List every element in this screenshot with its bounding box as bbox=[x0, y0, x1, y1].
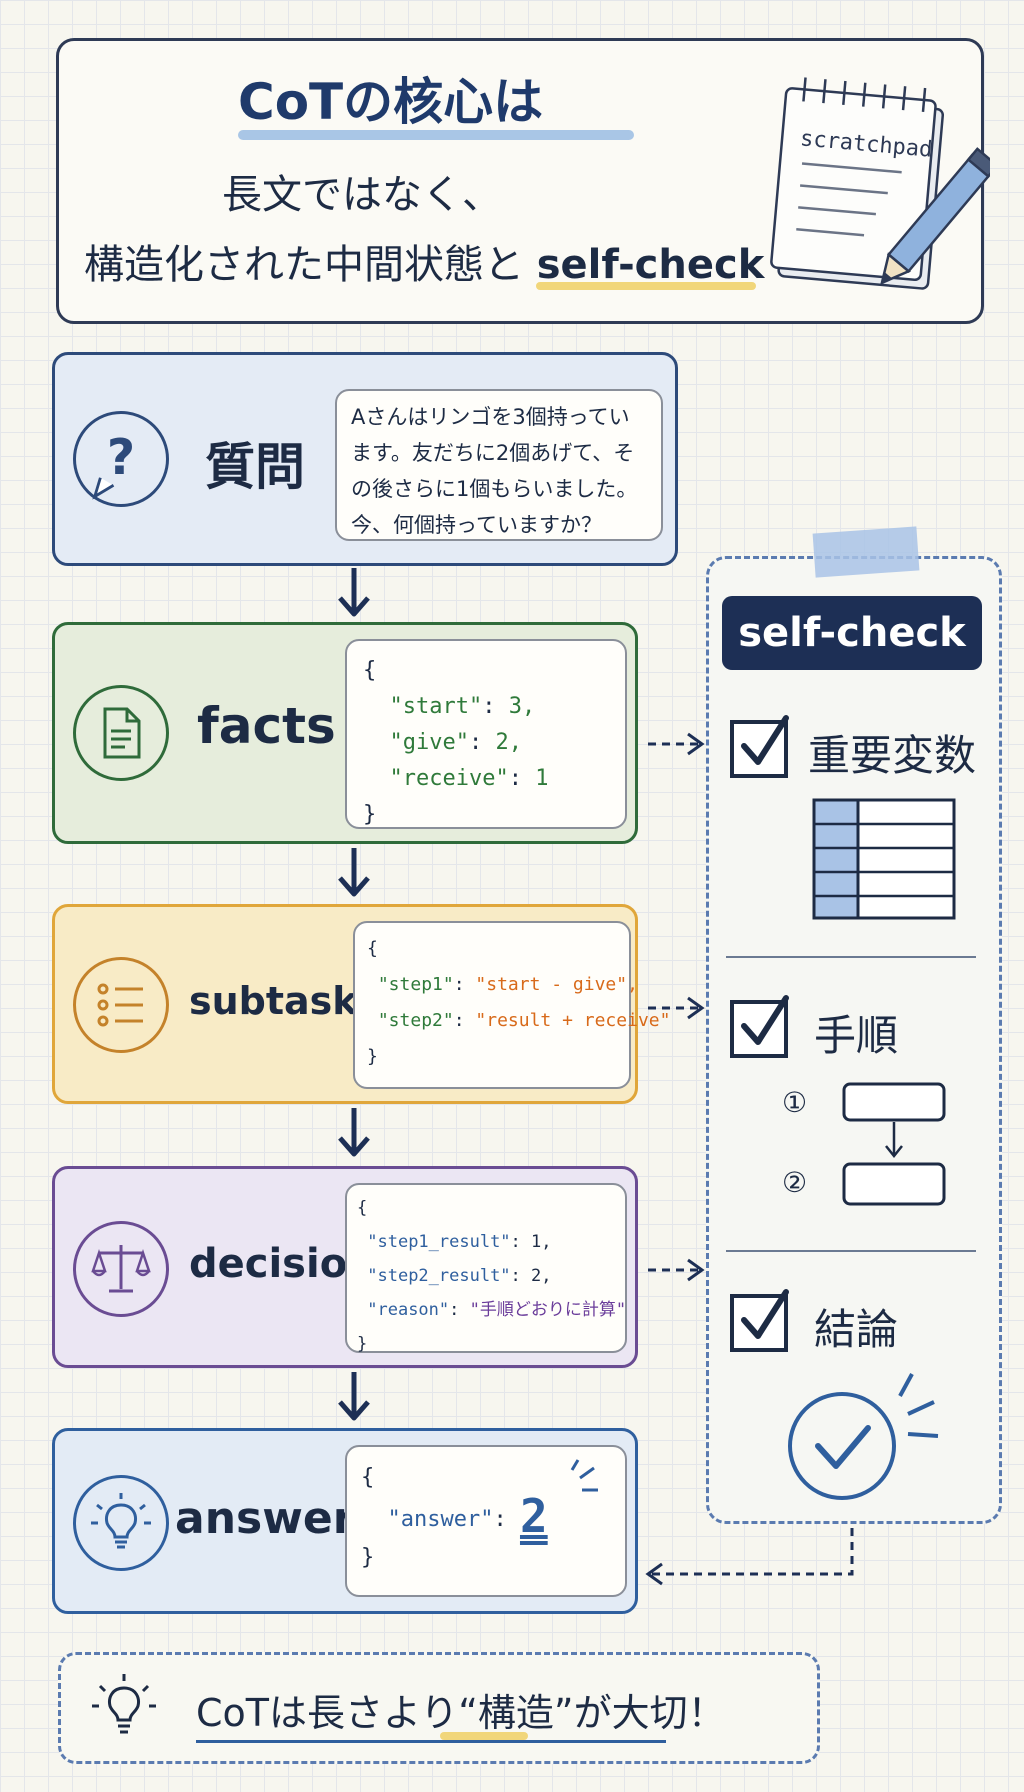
footer-highlight-underline bbox=[440, 1732, 528, 1740]
list-icon bbox=[97, 983, 143, 1027]
check-label-steps: 手順 bbox=[814, 1011, 899, 1060]
title-line-2: 長文ではなく、 bbox=[222, 172, 502, 218]
document-icon bbox=[103, 707, 141, 759]
sparkle-marks-icon bbox=[570, 1459, 598, 1492]
answer-label: answer bbox=[175, 1493, 355, 1544]
dashed-arrow-icon bbox=[648, 996, 705, 1020]
json-key: "answer" bbox=[387, 1507, 494, 1532]
dashed-return-arrow-icon bbox=[645, 1528, 854, 1586]
dashed-arrow-icon bbox=[648, 732, 705, 756]
footer-suffix: が大切！ bbox=[573, 1691, 726, 1735]
subtasks-label: subtasks bbox=[189, 979, 381, 1023]
answer-value: 2 bbox=[519, 1489, 548, 1543]
json-open-brace: { bbox=[367, 938, 378, 959]
answer-icon-circle bbox=[73, 1475, 169, 1571]
footer-prefix: CoTは長さより bbox=[196, 1691, 459, 1735]
json-key: "step1" bbox=[377, 974, 454, 995]
dashed-arrow-icon bbox=[648, 1258, 705, 1282]
title-line-3-main: 構造化された中間状態と bbox=[84, 242, 537, 288]
subtasks-json: { "step1": "start - give", "step2": "res… bbox=[353, 921, 670, 1089]
facts-icon-circle bbox=[73, 685, 169, 781]
lightbulb-icon bbox=[92, 1674, 156, 1734]
self-check-divider bbox=[726, 956, 976, 958]
json-value: 3, bbox=[508, 694, 536, 719]
json-key: "give" bbox=[389, 730, 469, 755]
json-key: "receive" bbox=[389, 766, 509, 791]
json-key: "step2_result" bbox=[367, 1266, 511, 1286]
scratchpad-notepad-icon bbox=[770, 77, 990, 290]
json-open-brace: { bbox=[361, 1465, 375, 1490]
footer-note-box bbox=[58, 1652, 820, 1764]
check-label-variables: 重要変数 bbox=[808, 731, 977, 780]
subtasks-card: subtasks { "step1": "start - give", "ste… bbox=[52, 904, 670, 1104]
answer-card: answer { "answer": 2 } bbox=[52, 1428, 638, 1614]
footer-message: CoTは長さより“構造”が大切！ bbox=[196, 1682, 726, 1737]
json-value: 1 bbox=[535, 766, 549, 791]
table-icon bbox=[812, 798, 956, 920]
json-value: "result + receive" bbox=[475, 1010, 671, 1031]
json-close-brace: } bbox=[357, 1334, 368, 1354]
facts-label: facts bbox=[197, 697, 336, 755]
json-value: 2, bbox=[495, 730, 522, 755]
json-key: "reason" bbox=[367, 1300, 450, 1320]
svg-text:?: ? bbox=[107, 430, 135, 486]
facts-json: { "start": 3, "give": 2, "receive": 1 } bbox=[345, 639, 627, 829]
flow-arrow-icon bbox=[338, 1108, 370, 1157]
step-number-2: ② bbox=[782, 1166, 808, 1199]
step-number-1: ① bbox=[782, 1086, 808, 1119]
title-line-3: 構造化された中間状態と self-check bbox=[84, 232, 764, 290]
answer-json: { "answer": 2 } bbox=[345, 1445, 627, 1597]
title-underline bbox=[238, 130, 634, 140]
decision-json: { "step1_result": 1, "step2_result": 2, … bbox=[345, 1183, 627, 1354]
json-close-brace: } bbox=[363, 802, 377, 827]
json-key: "step2" bbox=[377, 1010, 454, 1031]
footer-highlight: “構造” bbox=[458, 1691, 574, 1735]
question-icon: ? bbox=[73, 411, 169, 507]
json-open-brace: { bbox=[363, 658, 377, 683]
steps-flow-icon bbox=[842, 1082, 946, 1206]
decision-card: decision { "step1_result": 1, "step2_res… bbox=[52, 1166, 638, 1368]
self-check-divider bbox=[726, 1250, 976, 1252]
tape-decoration bbox=[812, 526, 920, 578]
json-key: "step1_result" bbox=[367, 1232, 511, 1252]
question-label: 質問 bbox=[205, 438, 305, 496]
json-value: "start - give", bbox=[475, 974, 638, 995]
title-self-check: self-check bbox=[536, 242, 765, 288]
footer-underline bbox=[196, 1740, 666, 1743]
flow-arrow-icon bbox=[338, 848, 370, 897]
json-open-brace: { bbox=[357, 1198, 368, 1218]
check-circle-icon bbox=[788, 1373, 939, 1500]
checkmark-icon bbox=[741, 1289, 789, 1339]
json-value: 2, bbox=[531, 1266, 552, 1286]
decision-icon-circle bbox=[73, 1221, 169, 1317]
subtasks-icon-circle bbox=[73, 957, 169, 1053]
json-value: "手順どおりに計算" bbox=[469, 1300, 627, 1320]
flow-arrow-icon bbox=[338, 568, 370, 617]
checkmark-icon bbox=[741, 715, 789, 765]
title-line-1: CoTの核心は bbox=[238, 73, 544, 131]
facts-card: facts { "start": 3, "give": 2, "receive"… bbox=[52, 622, 638, 844]
self-check-underline bbox=[536, 282, 756, 290]
lightbulb-icon bbox=[91, 1493, 151, 1549]
question-card: ? 質問 Aさんはリンゴを3個持っています。友だちに2個あげて、その後さらに1個… bbox=[52, 352, 678, 566]
json-value: 1, bbox=[531, 1232, 552, 1252]
json-key: "start" bbox=[389, 694, 483, 719]
json-close-brace: } bbox=[367, 1046, 378, 1067]
json-close-brace: } bbox=[361, 1545, 375, 1570]
question-bubble-icon: ? bbox=[92, 430, 135, 500]
decision-label: decision bbox=[189, 1241, 376, 1287]
checkmark-icon bbox=[741, 995, 789, 1045]
scales-icon bbox=[91, 1245, 151, 1293]
flow-arrow-icon bbox=[338, 1372, 370, 1421]
check-label-conclusion: 結論 bbox=[814, 1305, 899, 1354]
question-text: Aさんはリンゴを3個持っています。友だちに2個あげて、その後さらに1個もらいまし… bbox=[335, 389, 663, 541]
self-check-title: self-check bbox=[722, 596, 982, 670]
